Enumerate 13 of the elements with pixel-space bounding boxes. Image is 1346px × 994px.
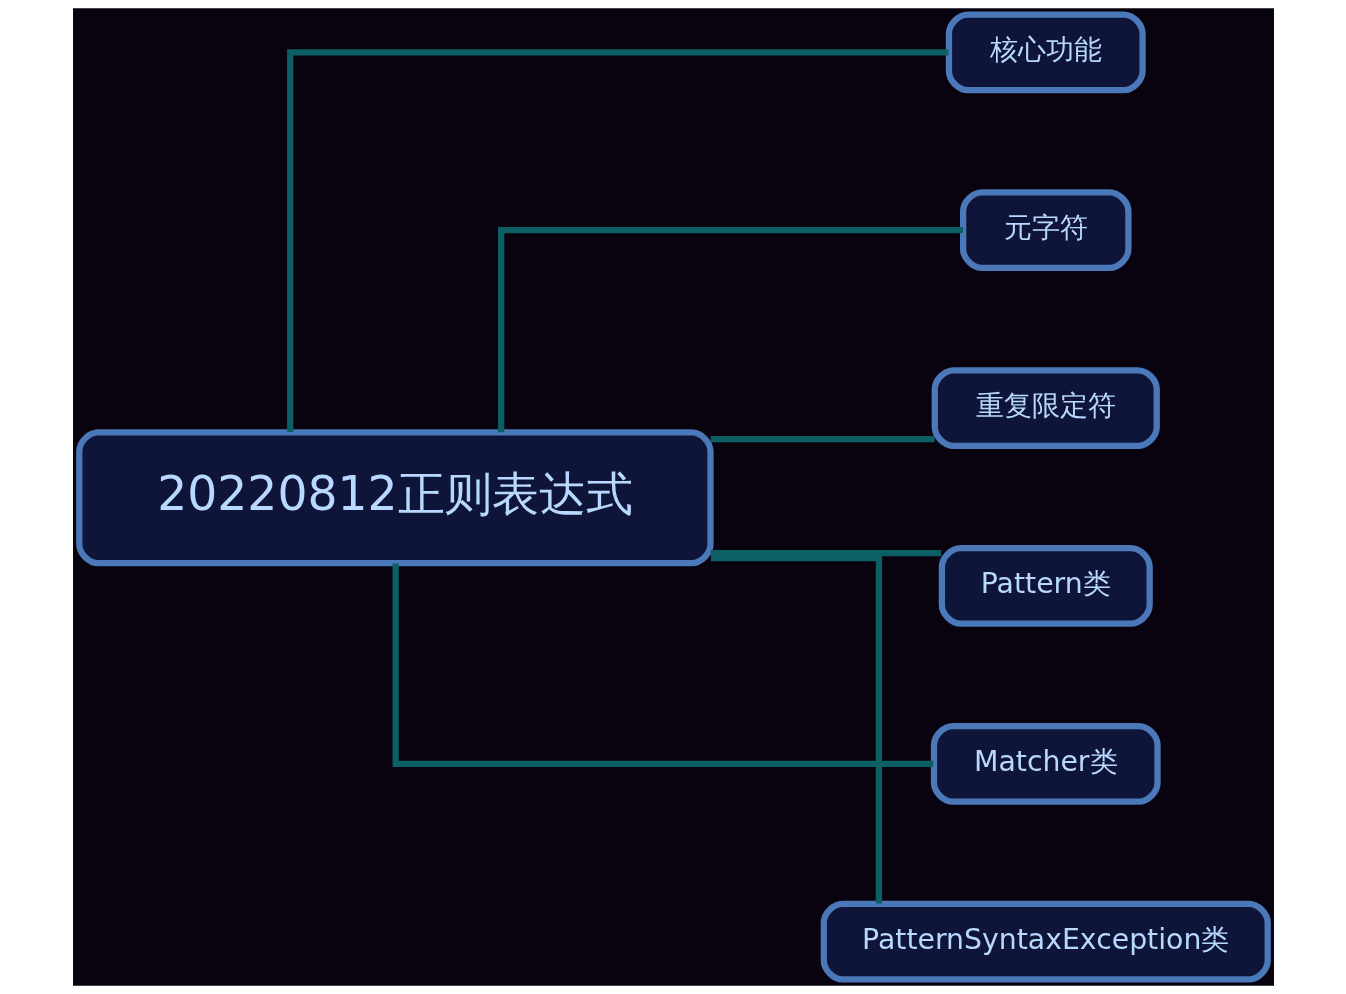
connector xyxy=(710,554,882,904)
node-box: Matcher类 xyxy=(930,722,1161,805)
node-box: 20220812正则表达式 xyxy=(75,429,714,567)
connector xyxy=(286,49,949,433)
connector xyxy=(710,550,941,557)
connector xyxy=(392,563,933,767)
node-box: PatternSyntaxException类 xyxy=(820,900,1271,983)
node-box: 核心功能 xyxy=(945,11,1146,94)
node-box: 重复限定符 xyxy=(931,367,1160,449)
node-box: 元字符 xyxy=(959,189,1132,272)
connector xyxy=(710,436,934,443)
connector xyxy=(497,227,963,433)
node-box: Pattern类 xyxy=(938,545,1153,627)
